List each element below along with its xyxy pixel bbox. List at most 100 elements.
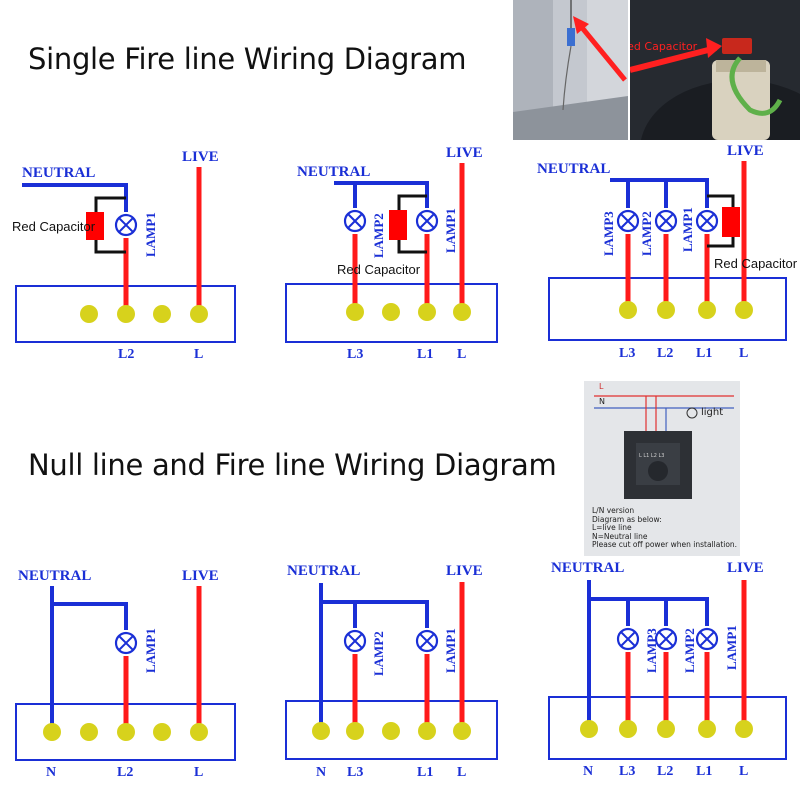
- neutral-label: NEUTRAL: [287, 563, 360, 579]
- lamp1-label: LAMP1: [143, 628, 158, 673]
- diagram-single-2: NEUTRAL LIVE Red Capacitor LAMP2 LAMP1 L…: [285, 145, 498, 362]
- lamp-icon: [654, 209, 678, 233]
- terminal-l2-label: L2: [117, 765, 133, 780]
- terminal-dot-icon: [382, 722, 400, 740]
- red-capacitor-label: Red Capacitor: [12, 219, 96, 234]
- lamp-icon: [343, 629, 367, 653]
- diagram-single-3: NEUTRAL LIVE Red Capacitor LAMP3 LAMP2 L…: [537, 143, 798, 361]
- terminal-dot-icon: [619, 720, 637, 738]
- capacitor-icon: [722, 207, 740, 237]
- photo-caption-line-2: Diagram as below:: [592, 514, 662, 524]
- photo-ceiling-illustration: [513, 0, 628, 140]
- lamp-icon: [114, 213, 138, 237]
- terminal-l3-label: L3: [347, 765, 363, 780]
- terminal-dot-icon: [312, 722, 330, 740]
- neutral-wire: [610, 178, 709, 208]
- photo-lamp-illustration: [630, 0, 800, 140]
- terminal-l-label: L: [739, 764, 748, 779]
- terminal-l2-label: L2: [657, 764, 673, 779]
- lamp1-label: LAMP1: [143, 212, 158, 257]
- red-capacitor-label: Red Capacitor: [714, 256, 798, 271]
- lamp2-label: LAMP2: [682, 628, 697, 673]
- photo-caption-line-3: L=live line: [592, 523, 632, 532]
- neutral-wire: [50, 602, 128, 728]
- arrow-icon: [577, 22, 627, 82]
- terminal-dot-icon: [418, 303, 436, 321]
- lamp3-label: LAMP3: [601, 211, 616, 256]
- lamp-icon: [616, 627, 640, 651]
- terminal-dot-icon: [580, 720, 598, 738]
- neutral-label: NEUTRAL: [22, 165, 95, 181]
- lamp-icon: [415, 209, 439, 233]
- terminal-dot-icon: [453, 303, 471, 321]
- terminal-l1-label: L1: [417, 765, 433, 780]
- lamp1-label: LAMP1: [724, 625, 739, 670]
- lamp3-label: LAMP3: [644, 628, 659, 673]
- red-capacitor-label: Red Capacitor: [337, 262, 421, 277]
- photo-ceiling-capacitor: [513, 0, 628, 140]
- terminal-n-label: N: [46, 765, 56, 780]
- terminal-n-label: N: [316, 765, 326, 780]
- terminal-dot-icon: [117, 305, 135, 323]
- terminal-dot-icon: [698, 301, 716, 319]
- live-label: LIVE: [727, 143, 764, 159]
- terminal-n-label: N: [583, 764, 593, 779]
- terminal-dot-icon: [153, 723, 171, 741]
- photo-n-mark: N: [599, 397, 605, 406]
- neutral-label: NEUTRAL: [297, 164, 370, 180]
- terminal-dot-icon: [43, 723, 61, 741]
- terminal-dot-icon: [346, 722, 364, 740]
- live-label: LIVE: [182, 568, 219, 584]
- diagram-null-1: NEUTRAL LIVE LAMP1 N L2 L: [15, 568, 236, 780]
- lamp2-label: LAMP2: [371, 213, 386, 258]
- photo-light-label: light: [701, 407, 724, 418]
- terminal-l-label: L: [457, 347, 466, 362]
- diagram-single-1: NEUTRAL LIVE Red Capacitor LAMP1 L2 L: [12, 149, 236, 362]
- terminal-l3-label: L3: [619, 346, 635, 361]
- photo-caption-line-5: Please cut off power when installation.: [592, 540, 738, 549]
- neutral-label: NEUTRAL: [18, 568, 91, 584]
- light-bulb-icon: [686, 407, 698, 419]
- neutral-wire: [334, 181, 429, 208]
- terminal-dot-icon: [657, 301, 675, 319]
- terminal-l3-label: L3: [347, 347, 363, 362]
- capacitor-icon: [86, 212, 104, 240]
- terminal-dot-icon: [80, 305, 98, 323]
- diagram-null-2: NEUTRAL LIVE LAMP2 LAMP1 N L3 L1 L: [285, 563, 498, 780]
- photo-switch-illustration: [584, 381, 740, 556]
- live-label: LIVE: [446, 563, 483, 579]
- lamp-icon: [114, 631, 138, 655]
- lamp1-label: LAMP1: [443, 628, 458, 673]
- heading-single-fire-line: Single Fire line Wiring Diagram: [28, 42, 467, 76]
- lamp-icon: [695, 209, 719, 233]
- terminal-dot-icon: [418, 722, 436, 740]
- terminal-l1-label: L1: [696, 346, 712, 361]
- terminal-l3-label: L3: [619, 764, 635, 779]
- terminal-dot-icon: [346, 303, 364, 321]
- photo-red-capacitor-label: Red Capacitor: [630, 40, 698, 53]
- lamp2-label: LAMP2: [371, 631, 386, 676]
- lamp2-label: LAMP2: [639, 211, 654, 256]
- terminal-dot-icon: [735, 720, 753, 738]
- neutral-wire: [22, 183, 128, 212]
- lamp1-label: LAMP1: [680, 207, 695, 252]
- lamp-icon: [695, 627, 719, 651]
- terminal-dot-icon: [698, 720, 716, 738]
- diagram-null-3: NEUTRAL LIVE LAMP3 LAMP2 LAMP1 N L3 L2 L…: [548, 560, 787, 779]
- photo-switch-wiring: L N light L L1 L2 L3 L/N version Diagram…: [584, 381, 740, 556]
- terminal-dot-icon: [453, 722, 471, 740]
- lamp-icon: [654, 627, 678, 651]
- photo-switch-terminals: L L1 L2 L3: [639, 453, 665, 459]
- terminal-l1-label: L1: [417, 347, 433, 362]
- terminal-l-label: L: [457, 765, 466, 780]
- terminal-dot-icon: [117, 723, 135, 741]
- heading-null-and-fire-line: Null line and Fire line Wiring Diagram: [28, 448, 557, 482]
- terminal-l1-label: L1: [696, 764, 712, 779]
- neutral-label: NEUTRAL: [551, 560, 624, 576]
- neutral-label: NEUTRAL: [537, 161, 610, 177]
- photo-lamp-capacitor: Red Capacitor: [630, 0, 800, 140]
- live-label: LIVE: [182, 149, 219, 165]
- terminal-dot-icon: [190, 723, 208, 741]
- live-label: LIVE: [446, 145, 483, 161]
